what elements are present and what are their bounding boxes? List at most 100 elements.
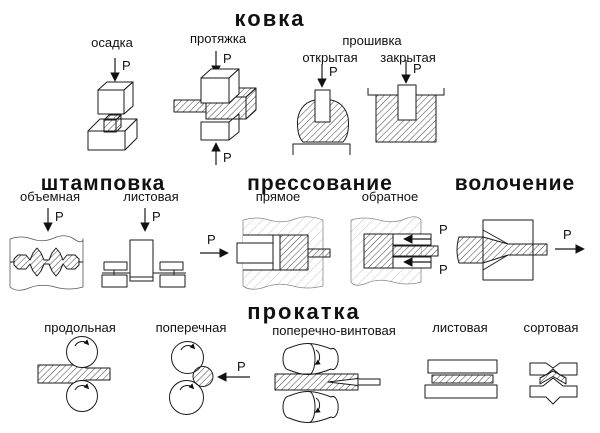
billet [279, 234, 309, 271]
force-label: P [223, 51, 232, 66]
rotation-arrow-top [74, 339, 90, 347]
force-label: P [439, 222, 448, 237]
force-label: P [329, 64, 338, 79]
force-label: P [122, 58, 131, 73]
rolling-cross-helical-label: поперечно-винтовая [272, 323, 396, 338]
extruded-rod [307, 248, 331, 258]
punch [129, 239, 154, 278]
rolling-cross-helical-diagram [274, 342, 381, 424]
piercing-open-diagram: P [292, 64, 351, 155]
drawing-diagram: P [456, 219, 585, 281]
drawing-out-diagram: P P [173, 51, 257, 165]
stamping-title: штамповка [40, 172, 166, 195]
force-arrow-down: P [43, 208, 64, 232]
force-label: P [223, 150, 232, 165]
force-arrow-down: P [317, 64, 338, 88]
extrusion-reverse-label: обратное [361, 189, 419, 204]
stamping-sheet-label: листовая [123, 189, 179, 204]
blank-holder-right [159, 261, 184, 271]
piercing-open-label: открытая [302, 50, 358, 65]
force-label: P [413, 61, 422, 76]
rolling-transverse-diagram: P [169, 341, 250, 415]
grooved-roll-top [529, 362, 578, 376]
container-rim [367, 88, 445, 96]
force-arrow-top: P [403, 222, 448, 244]
anvil-base [292, 143, 351, 155]
rolling-transverse-label: поперечная [155, 320, 227, 335]
roll-bottom [66, 380, 98, 412]
rolling-title: прокатка [247, 299, 361, 324]
rotation-arrow-bottom [179, 383, 195, 391]
forging-title: ковка [234, 6, 306, 31]
blank-holder-left [103, 261, 128, 271]
rotation-arrow-top [314, 349, 321, 365]
rotation-arrow-bottom [314, 397, 321, 413]
force-label: P [152, 209, 161, 224]
force-label: P [207, 232, 216, 247]
stamping-sheet-diagram: P [101, 208, 186, 288]
roll-top [171, 341, 204, 374]
ram [236, 242, 274, 264]
force-arrow-down: P [140, 208, 161, 232]
workpiece-cube [103, 114, 122, 133]
barrel-roll-top [282, 342, 339, 376]
force-arrow-right: P [555, 227, 585, 254]
rolling-longitudinal-label: продольная [44, 320, 116, 335]
rolling-section-label: сортовая [523, 320, 579, 335]
piercing-label: прошивка [342, 33, 402, 48]
force-label: P [563, 227, 572, 242]
wire [456, 236, 548, 264]
die-funnel [482, 229, 509, 271]
extruded-rod [392, 245, 439, 257]
rotation-arrow-top [180, 343, 196, 351]
punch [314, 89, 331, 123]
roll-bottom [169, 380, 204, 415]
force-arrow-down: P [401, 60, 422, 84]
sheet-blank [102, 272, 186, 282]
drawing-title: волочение [454, 172, 576, 195]
extrusion-direct-diagram: P [200, 216, 331, 290]
die-right [159, 274, 186, 288]
press-disc [272, 234, 281, 271]
rolling-longitudinal-diagram [37, 336, 111, 412]
die-left [101, 274, 128, 288]
workpiece-round [192, 366, 214, 387]
roll-top [427, 359, 498, 374]
section-workpiece [539, 370, 567, 385]
rolling-sheet-label: листовая [432, 320, 488, 335]
punch [397, 84, 417, 121]
grooved-roll-bottom [529, 377, 578, 405]
drawing-out-label: протяжка [189, 31, 247, 46]
extrusion-direct-label: прямое [255, 189, 301, 204]
force-label: P [55, 209, 64, 224]
force-arrow-bottom: P [403, 257, 448, 277]
piercing-closed-label: закрытая [380, 50, 436, 65]
extrusion-title: прессование [247, 172, 393, 195]
force-arrow-down: P [110, 58, 131, 82]
stamping-bulk-label: объемная [20, 189, 80, 204]
force-label: P [237, 359, 246, 374]
sheet [431, 374, 494, 384]
upsetting-diagram: P [87, 58, 138, 151]
extrusion-reverse-diagram: P P [350, 216, 448, 286]
rotation-arrow-bottom [74, 383, 90, 391]
rolling-section-diagram [529, 362, 578, 405]
stamping-bulk-diagram: P [9, 208, 84, 291]
upsetting-label: осадка [91, 35, 133, 50]
barrel-roll-bottom [282, 390, 339, 424]
rolled-strip [37, 364, 111, 384]
holder-ticks [113, 270, 175, 275]
force-arrow-up: P [211, 142, 232, 165]
billet [363, 233, 394, 269]
forged-part [13, 247, 80, 277]
force-label: P [439, 262, 448, 277]
upper-die-cube [97, 81, 134, 115]
mandrel-rod [357, 378, 381, 386]
force-arrow-left: P [217, 359, 250, 382]
rolling-sheet-diagram [424, 359, 498, 399]
force-arrow-right: P [200, 232, 229, 258]
piercing-closed-diagram: P [367, 60, 445, 143]
roll-top [66, 336, 98, 368]
upper-die [200, 68, 240, 104]
